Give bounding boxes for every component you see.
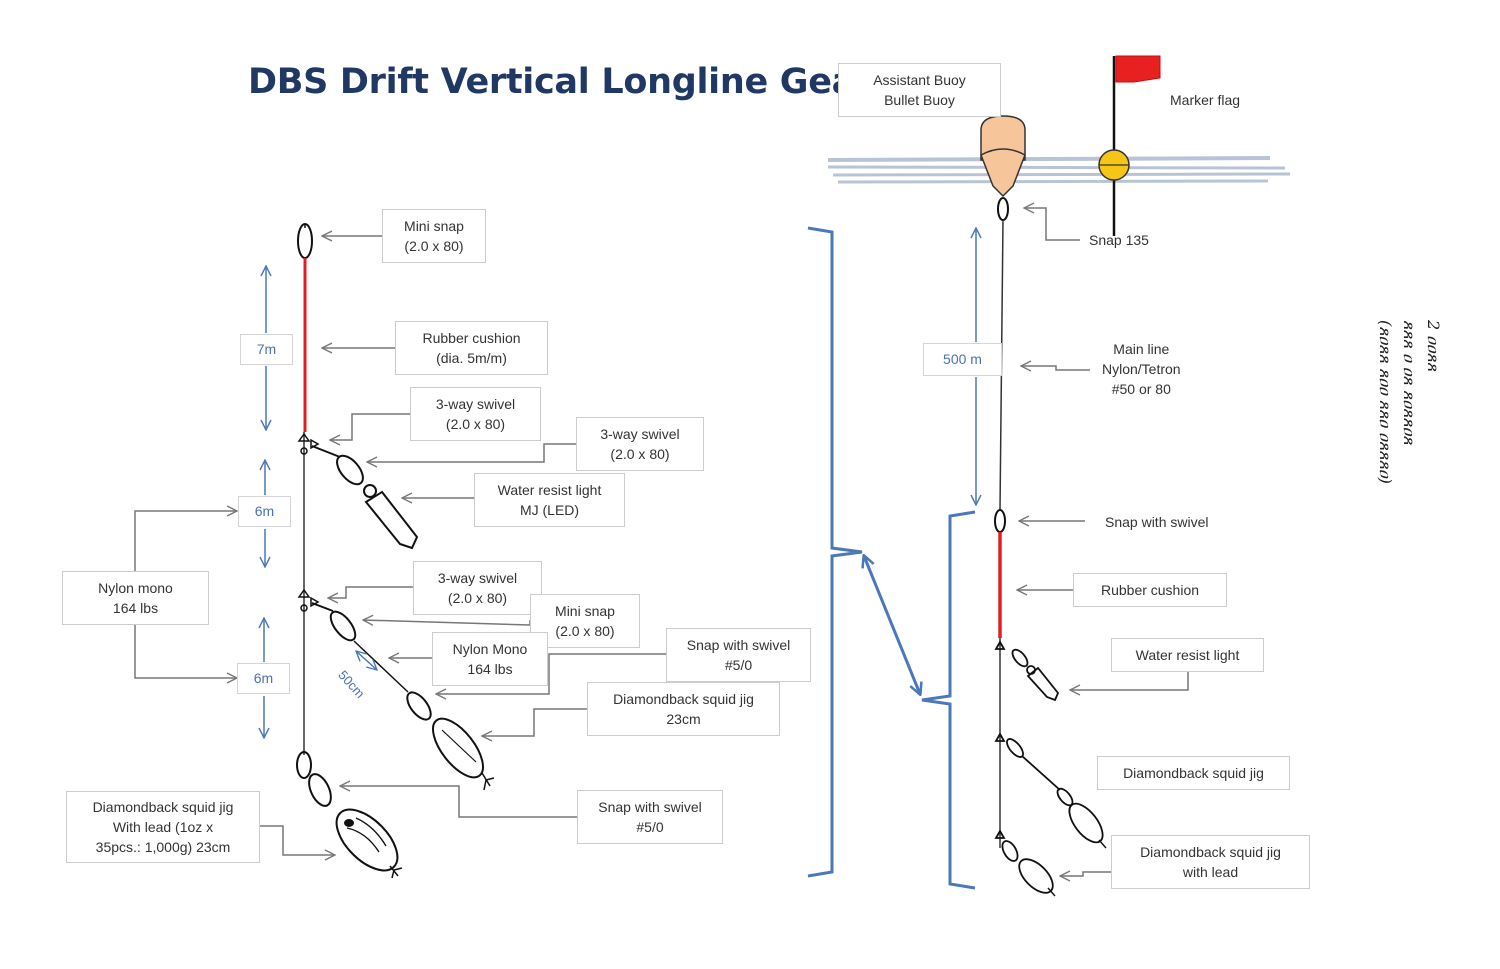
- label-snap-with-swivel-1: Snap with swivel#5/0: [666, 628, 811, 682]
- snap-135: [997, 197, 1009, 221]
- label-rubber-cushion-right: Rubber cushion: [1073, 573, 1227, 607]
- label-diamondback-jig-right: Diamondback squid jig: [1097, 756, 1290, 790]
- bracket-link-arrow: [864, 556, 920, 694]
- big-bracket: [807, 226, 863, 878]
- label-three-way-swivel-1: 3-way swivel(2.0 x 80): [410, 387, 541, 441]
- branch-jig-left: [311, 602, 495, 791]
- label-mini-snap-mid: Mini snap(2.0 x 80): [530, 594, 640, 648]
- distance-7m: 7m: [240, 334, 293, 365]
- small-bracket: [921, 510, 976, 890]
- label-three-way-swivel-3: 3-way swivel(2.0 x 80): [413, 561, 542, 615]
- distance-6m-b: 6m: [237, 663, 290, 694]
- water-light-left: [311, 445, 419, 550]
- marker-flag: [1115, 55, 1161, 83]
- three-way-swivel-2: [297, 588, 320, 612]
- mini-snap-top: [297, 223, 313, 259]
- left-leader-arrows: [134, 236, 666, 855]
- label-three-way-swivel-2: 3-way swivel(2.0 x 80): [576, 417, 704, 471]
- three-way-swivel-1: [297, 432, 320, 455]
- water-surface: [827, 156, 1291, 184]
- label-marker-flag: Marker flag: [1170, 92, 1241, 108]
- right-rig: [827, 55, 1291, 897]
- bottom-snap-left: [296, 751, 332, 807]
- label-mini-snap-top: Mini snap(2.0 x 80): [382, 209, 486, 263]
- left-rig: [296, 223, 495, 879]
- lead-jig-left: [335, 808, 403, 879]
- bullet-buoy: [980, 115, 1026, 198]
- water-light-right: [994, 640, 1060, 702]
- jig-right: [994, 732, 1107, 849]
- distance-500m: 500 m: [923, 343, 1002, 376]
- lead-jig-right: [994, 829, 1056, 897]
- label-rubber-cushion: Rubber cushion(dia. 5m/m): [395, 321, 548, 375]
- label-water-resist-light-right: Water resist light: [1111, 638, 1264, 672]
- brackets: [807, 226, 976, 890]
- diagram-title: DBS Drift Vertical Longline Gear: [248, 62, 872, 102]
- label-snap-with-swivel-2: Snap with swivel#5/0: [577, 790, 723, 844]
- label-snap-with-swivel-right: Snap with swivel: [1105, 514, 1209, 530]
- label-snap-135: Snap 135: [1089, 232, 1149, 248]
- right-leader-arrows: [1017, 208, 1189, 876]
- snap-with-swivel-right: [994, 509, 1006, 533]
- left-distance-arrows: [264, 266, 377, 738]
- distance-6m-a: 6m: [238, 496, 291, 527]
